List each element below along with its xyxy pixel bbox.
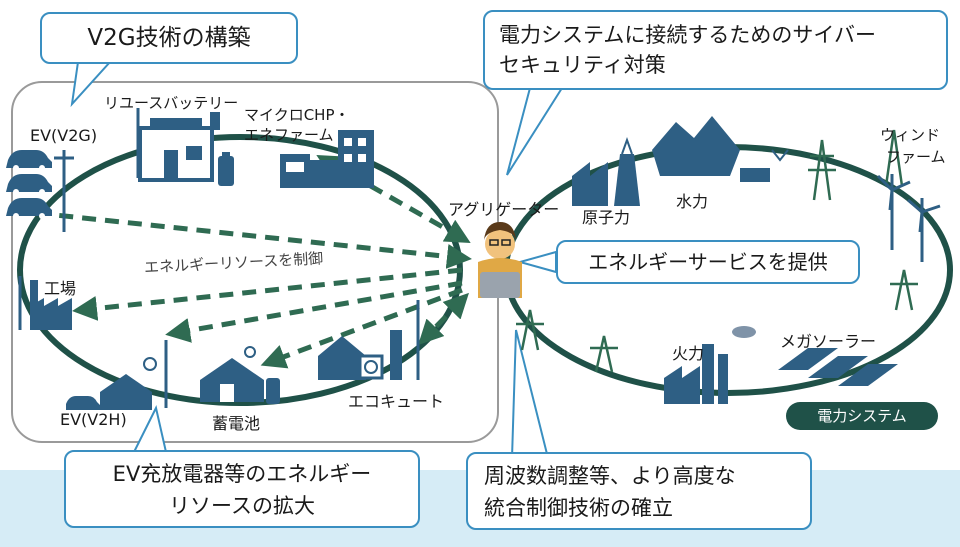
expansion-callout-tail [132, 405, 168, 453]
control-callout-line1: 周波数調整等、より高度な [484, 464, 736, 488]
mega-solar-panels-icon [778, 348, 898, 386]
service-callout-text: エネルギーサービスを提供 [588, 250, 828, 274]
label-mega-solar: メガソーラー [780, 332, 877, 351]
ev-charger-pole-icon [54, 150, 74, 232]
arrow-factory [72, 267, 463, 321]
label-nuclear: 原子力 [582, 208, 631, 227]
factory-icon [18, 276, 72, 330]
control-arrows [54, 155, 472, 369]
label-ev-v2g: EV(V2G) [30, 126, 98, 145]
label-aggregator: アグリゲーター [448, 200, 560, 219]
label-ev-v2h: EV(V2H) [60, 410, 127, 429]
expansion-callout-line2: リソースの拡大 [169, 494, 315, 518]
ecocute-icon [318, 300, 420, 380]
cyber-callout-line1: 電力システムに接続するためのサイバー [499, 23, 876, 47]
expansion-callout-line1: EV充放電器等のエネルギー [112, 462, 372, 486]
storage-battery-house-icon [200, 346, 280, 404]
service-callout-tail [516, 250, 557, 274]
v2g-callout-text: V2G技術の構築 [87, 25, 251, 51]
label-ecocute: エコキュート [348, 392, 445, 411]
label-wind-line1: ウィンド [880, 126, 941, 144]
cyber-security-callout: 電力システムに接続するためのサイバー セキュリティ対策 [483, 10, 948, 90]
label-factory: 工場 [44, 279, 77, 298]
v2g-callout: V2G技術の構築 [40, 12, 298, 64]
label-thermal: 火力 [672, 344, 705, 363]
cyber-callout-tail [506, 87, 564, 176]
control-callout-tail [510, 329, 550, 459]
arrow-ecocute [418, 292, 469, 346]
ev-cars-icon [6, 150, 52, 219]
hydro-dam-icon [652, 116, 789, 182]
reuse-battery-house-icon [136, 108, 234, 186]
integrated-control-callout: 周波数調整等、より高度な 統合制御技術の確立 [466, 452, 812, 530]
label-hydro: 水力 [676, 192, 709, 211]
transmission-tower-icons [516, 129, 918, 373]
label-micro-chp-line1: マイクロCHP・ [244, 106, 350, 124]
label-micro-chp-line2: エネファーム [244, 126, 334, 144]
resource-expansion-callout: EV充放電器等のエネルギー リソースの拡大 [64, 450, 420, 528]
wind-turbine-icons [876, 174, 941, 262]
ev-v2h-house-icon [66, 340, 168, 410]
label-reuse-battery: リユースバッテリー [104, 94, 239, 112]
nuclear-plant-icon [572, 137, 640, 206]
label-storage: 蓄電池 [212, 414, 261, 433]
arrow-ev-v2h [165, 280, 463, 343]
arrow-chp [316, 155, 471, 243]
power-system-badge: 電力システム [786, 402, 938, 430]
micro-chp-building-icon [280, 130, 374, 188]
aggregator-person-icon [478, 222, 522, 298]
label-wind-line2: ファーム [886, 148, 946, 166]
thermal-plant-icon [664, 326, 756, 404]
control-callout-line2: 統合制御技術の確立 [484, 496, 673, 520]
energy-service-callout: エネルギーサービスを提供 [556, 240, 860, 284]
cyber-callout-line2: セキュリティ対策 [499, 53, 666, 77]
